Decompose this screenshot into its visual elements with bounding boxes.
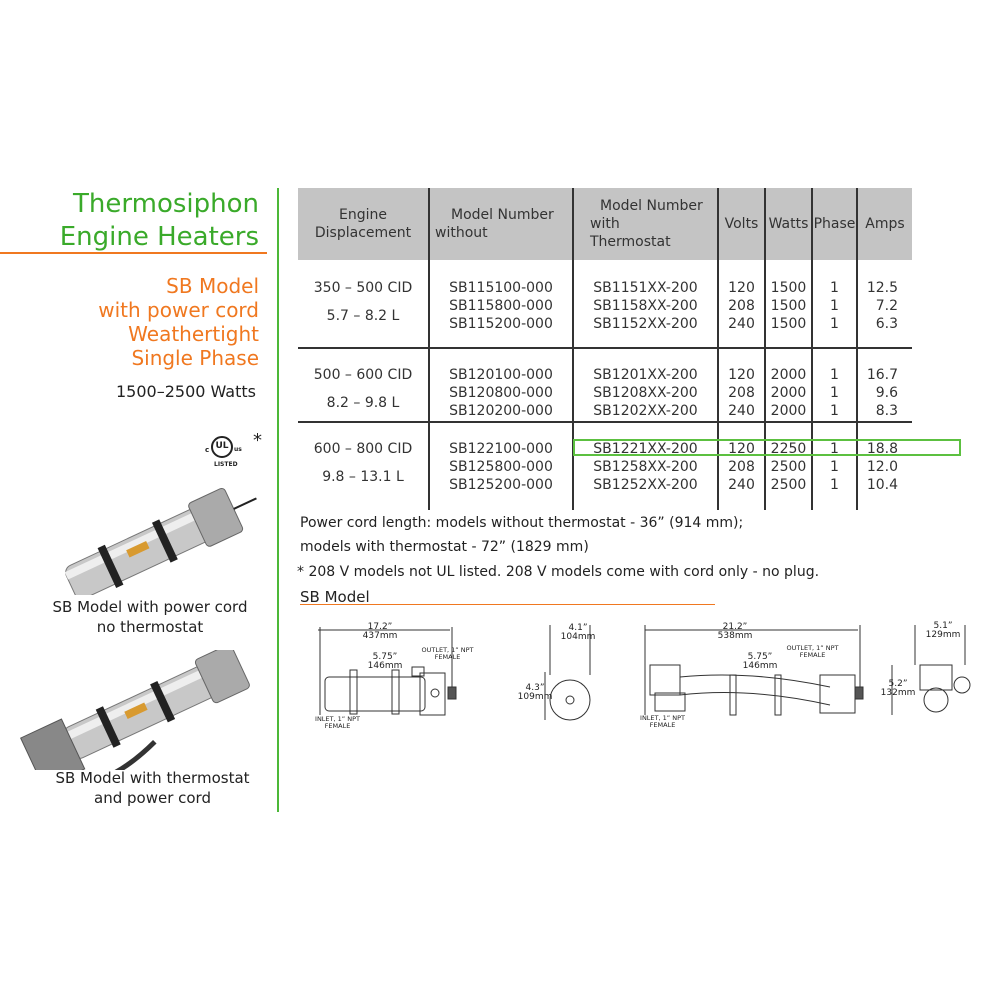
- ul-c: c: [205, 446, 210, 454]
- caption-line: no thermostat: [96, 618, 204, 636]
- caption-line: SB Model with power cord: [52, 598, 248, 616]
- end-view-diagram-with-thermostat: [891, 625, 971, 715]
- heater-with-thermostat-image: [20, 650, 250, 770]
- caption-no-thermostat: SB Model with power cord no thermostat: [30, 597, 270, 637]
- header-volts: Volts: [717, 188, 765, 260]
- header-amps: Amps: [856, 188, 912, 260]
- subtitle-line: with power cord: [98, 298, 259, 322]
- spacing-dimension: 5.75”146mm: [367, 652, 403, 671]
- ul-us: us: [234, 446, 242, 453]
- note-cord-length: Power cord length: models without thermo…: [300, 515, 744, 531]
- subtitle-line: SB Model: [166, 274, 259, 298]
- caption-line: SB Model with thermostat: [55, 769, 250, 787]
- header-phase: Phase: [811, 188, 857, 260]
- width-dimension: 5.1”129mm: [925, 621, 961, 640]
- ul-listed-logo: c UL us LISTED *: [205, 430, 262, 474]
- side-view-diagram-with-thermostat: [644, 625, 864, 716]
- height-dimension: 5.2”132mm: [880, 679, 916, 698]
- length-dimension: 17.2”437mm: [362, 622, 398, 641]
- width-dimension: 4.1”104mm: [560, 623, 596, 642]
- length-dimension: 21.2”538mm: [717, 622, 753, 641]
- ul-listed: LISTED: [214, 461, 238, 468]
- side-view-diagram-no-thermostat: [318, 627, 457, 716]
- subtitle-line: Weathertight: [128, 322, 259, 346]
- spacing-dimension: 5.75”146mm: [742, 652, 778, 671]
- height-dimension: 4.3”109mm: [517, 683, 553, 702]
- note-cord-length-thermostat: models with thermostat - 72” (1829 mm): [300, 539, 589, 555]
- title-line: Engine Heaters: [59, 222, 259, 252]
- note-ul: * 208 V models not UL listed. 208 V mode…: [297, 564, 820, 580]
- ul-circle: UL: [211, 436, 233, 458]
- wattage-range: 1500–2500 Watts: [115, 382, 256, 401]
- subtitle-line: Single Phase: [131, 346, 259, 370]
- end-view-diagram-no-thermostat: [544, 625, 591, 721]
- ul-asterisk: *: [253, 430, 262, 451]
- header-watts: Watts: [764, 188, 812, 260]
- title-divider: [0, 252, 267, 254]
- heater-no-thermostat-image: [64, 487, 257, 595]
- section-divider: [300, 604, 715, 605]
- highlighted-row-outline: [573, 439, 961, 456]
- section-title: SB Model: [300, 588, 370, 606]
- column-divider: [277, 188, 279, 812]
- page-title: Thermosiphon Engine Heaters: [0, 188, 259, 254]
- caption-line: and power cord: [94, 789, 211, 807]
- subtitle: SB Model with power cord Weathertight Si…: [0, 274, 259, 370]
- caption-with-thermostat: SB Model with thermostat and power cord: [30, 768, 275, 808]
- title-line: Thermosiphon: [73, 189, 259, 219]
